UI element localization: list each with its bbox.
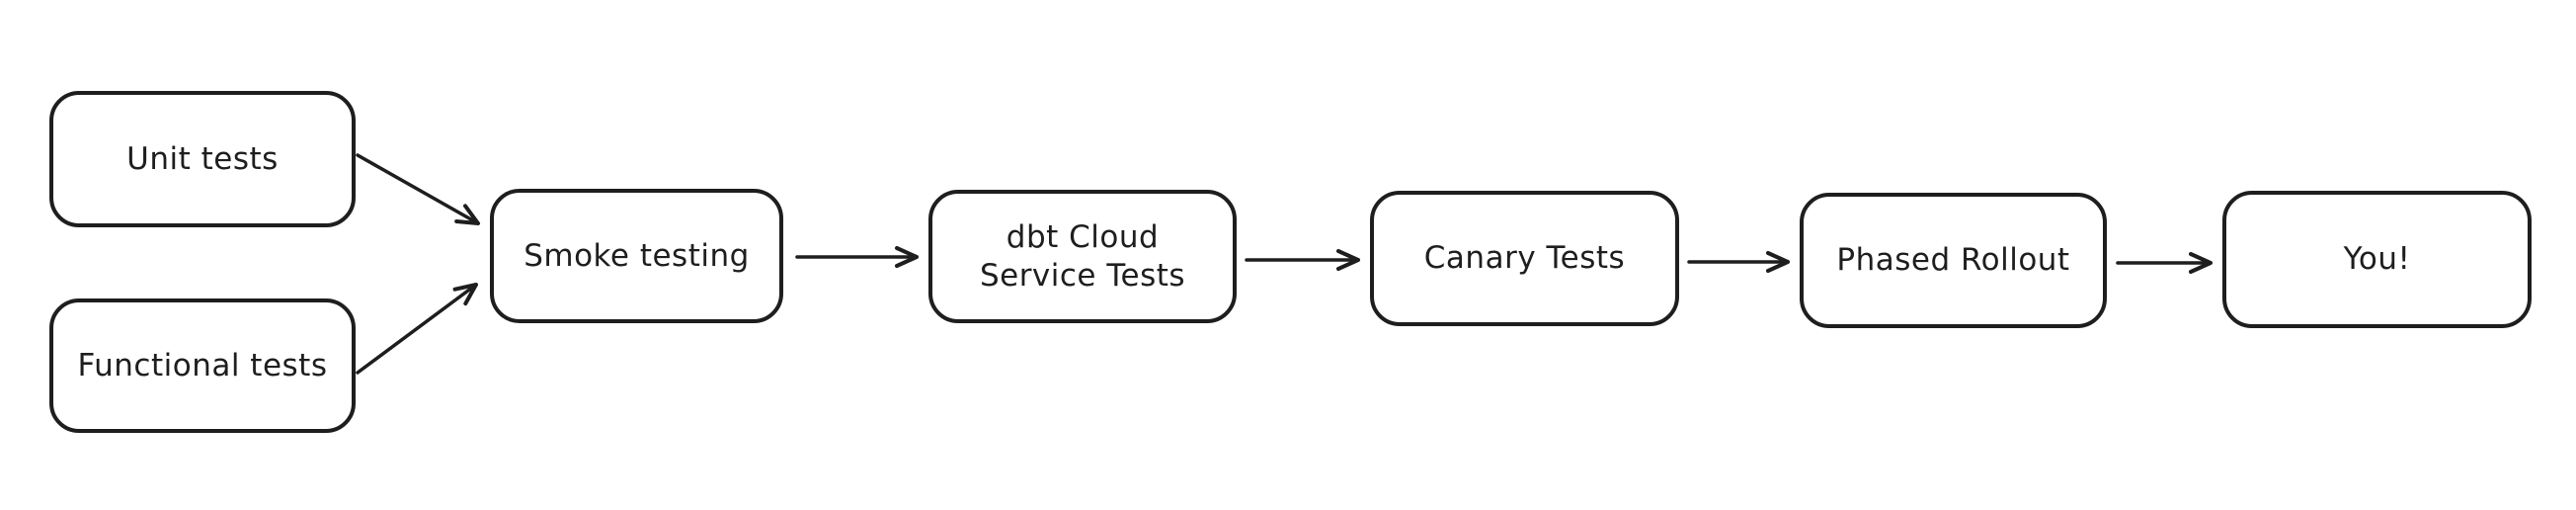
node-functional-tests: Functional tests — [49, 298, 356, 433]
node-phased-rollout: Phased Rollout — [1800, 193, 2107, 328]
node-you-label: You! — [2343, 241, 2411, 278]
node-canary-tests: Canary Tests — [1370, 191, 1679, 326]
edge-unit-to-smoke — [356, 153, 480, 225]
node-canary-tests-label: Canary Tests — [1423, 240, 1626, 277]
node-functional-tests-label: Functional tests — [77, 347, 328, 383]
node-unit-tests: Unit tests — [49, 91, 356, 227]
node-dbt-cloud-service-tests-label: dbt Cloud Service Tests — [979, 218, 1186, 294]
node-dbt-cloud-service-tests: dbt Cloud Service Tests — [928, 190, 1237, 323]
node-unit-tests-label: Unit tests — [126, 140, 279, 177]
node-you: You! — [2222, 191, 2532, 328]
node-smoke-testing-label: Smoke testing — [523, 237, 750, 274]
edge-functional-to-smoke — [356, 283, 478, 375]
node-phased-rollout-label: Phased Rollout — [1836, 242, 2070, 279]
node-smoke-testing: Smoke testing — [490, 189, 783, 323]
